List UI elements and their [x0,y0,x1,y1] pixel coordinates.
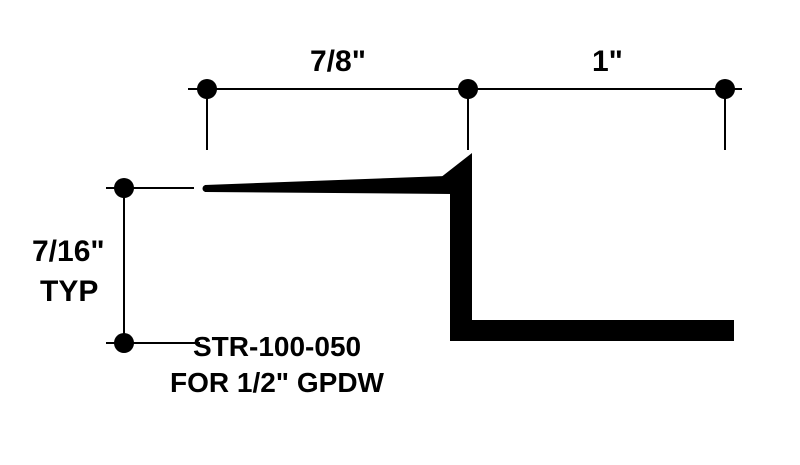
dimension-label-7-8: 7/8" [310,45,366,78]
part-number: STR-100-050 [193,331,362,362]
dimension-dot-side-top [114,178,134,198]
part-description: FOR 1/2" GPDW [170,367,384,398]
dimension-dot-top-right [715,79,735,99]
dimension-dot-top-middle [458,79,478,99]
dimension-label-1: 1" [592,45,623,78]
profile-flange [205,176,452,194]
profile-flange-tip [202,185,210,192]
dimension-dot-side-bottom [114,333,134,353]
dimension-label-7-16: 7/16" [32,235,105,268]
dimension-dot-top-left [197,79,217,99]
profile-web [440,153,734,341]
dimension-label-typ: TYP [40,275,99,308]
